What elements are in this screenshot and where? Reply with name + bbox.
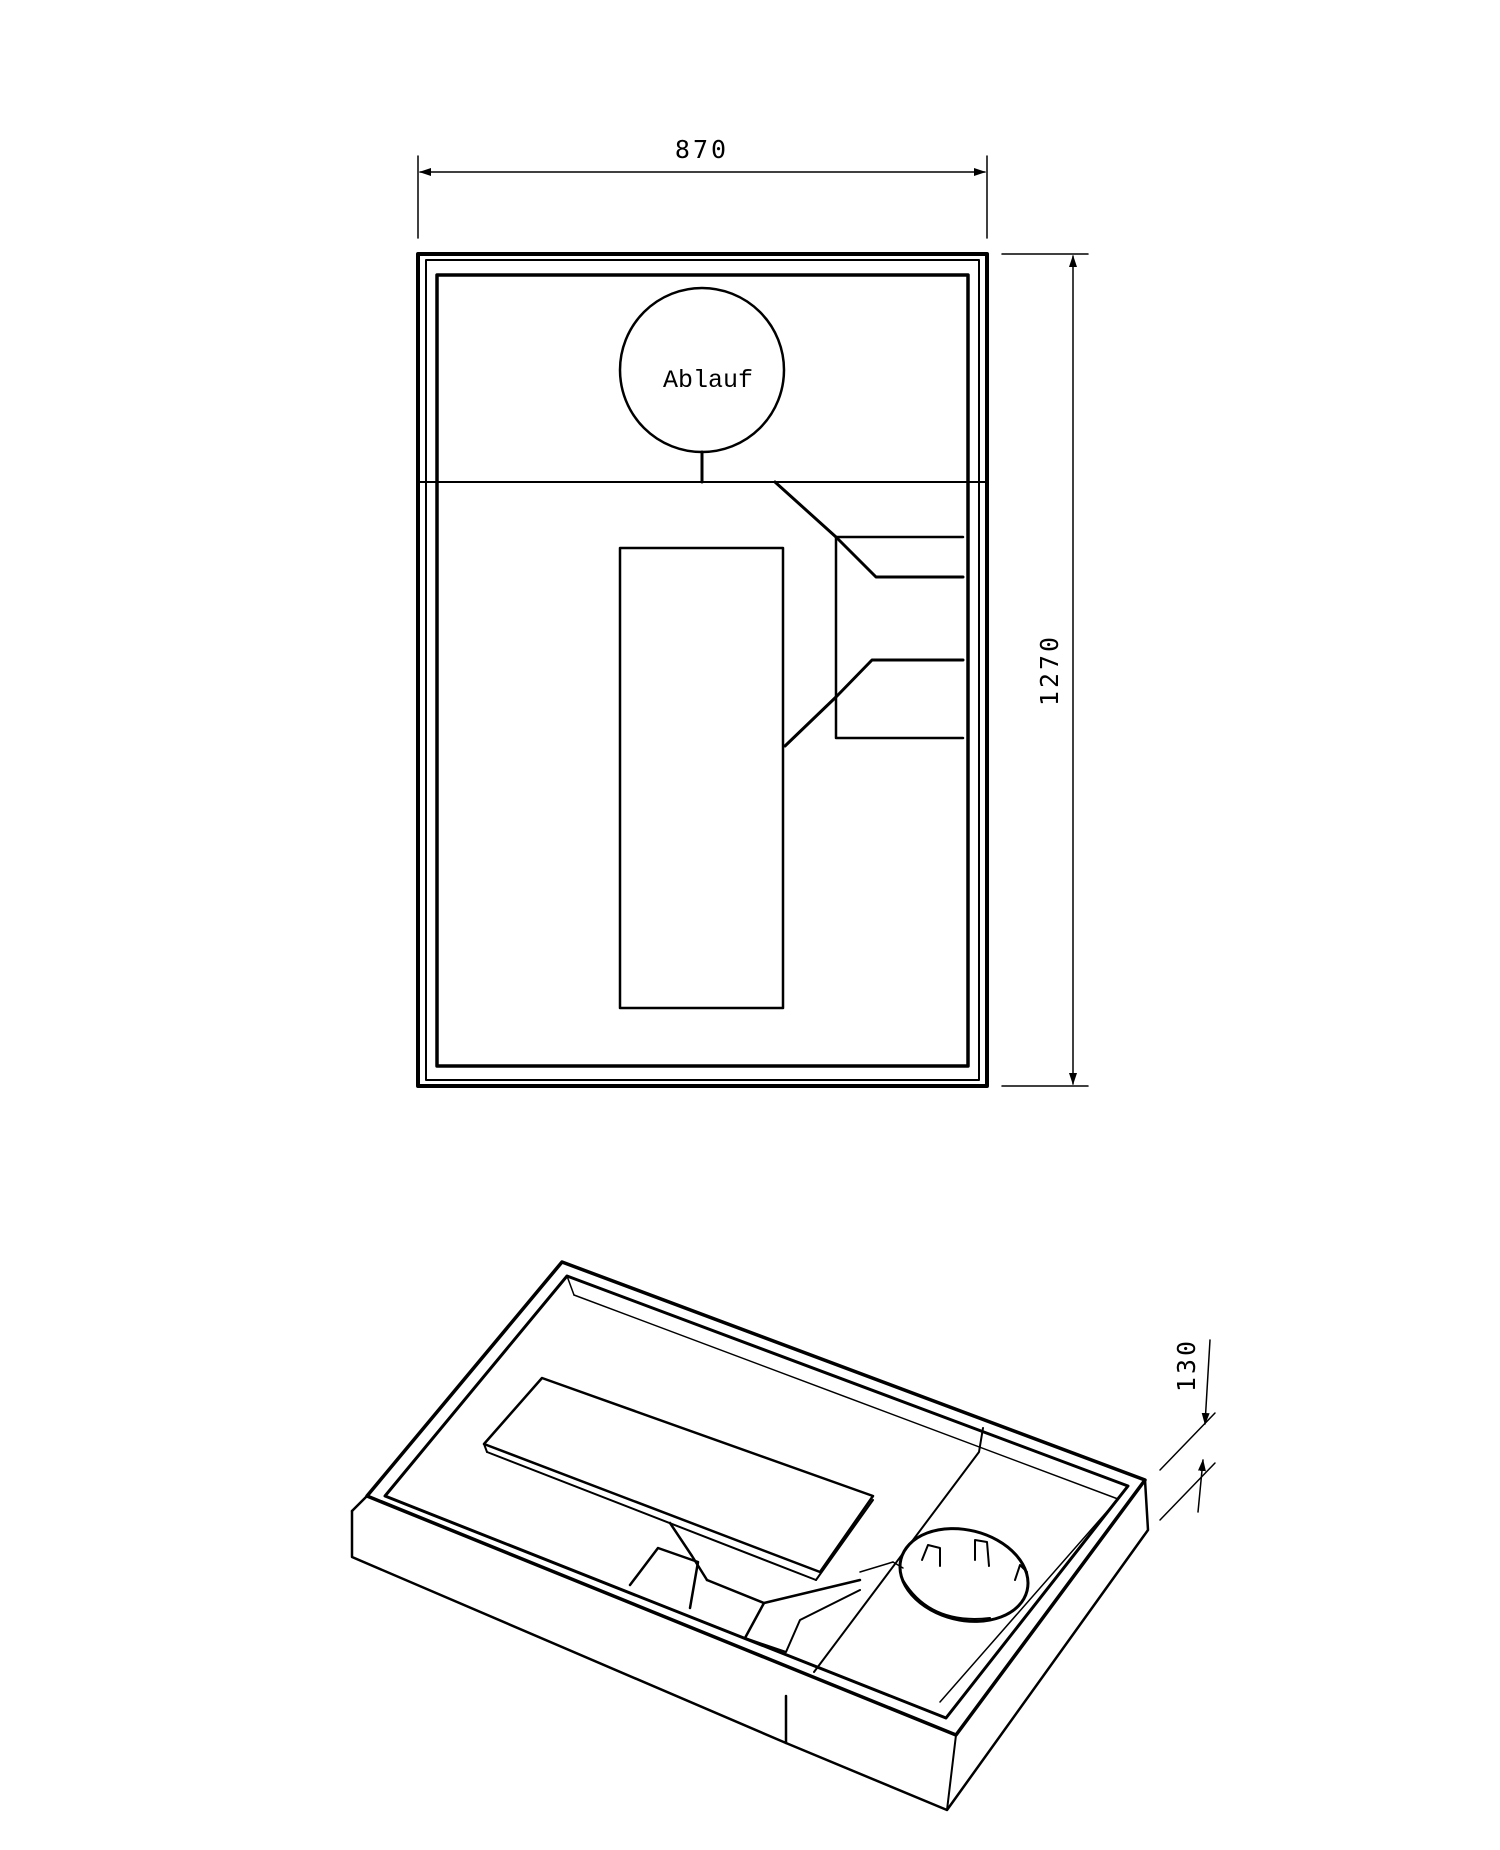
height-dimension-label: 130 — [1172, 1338, 1201, 1392]
iso-support-bracket — [628, 1521, 862, 1653]
width-dimension: 870 — [417, 135, 988, 239]
iso-outer-rim — [365, 1260, 1147, 1737]
top-view: 870 1270 Ablauf — [416, 135, 1089, 1088]
isometric-view: 130 — [350, 1260, 1216, 1812]
drain-label: Ablauf — [663, 366, 753, 395]
width-dimension-label: 870 — [675, 135, 729, 164]
tray-outline — [416, 252, 989, 1088]
iso-side-faces — [350, 1478, 1150, 1812]
iso-drain — [859, 1527, 1030, 1623]
length-dimension-label: 1270 — [1035, 634, 1064, 706]
step-pad — [618, 546, 785, 1010]
height-dimension: 130 — [1159, 1338, 1216, 1521]
support-bracket — [773, 480, 965, 748]
iso-step-pad — [482, 1376, 875, 1574]
drain-circle: Ablauf — [618, 286, 786, 484]
iso-inner-rim — [383, 1274, 1130, 1720]
length-dimension: 1270 — [1001, 253, 1089, 1087]
